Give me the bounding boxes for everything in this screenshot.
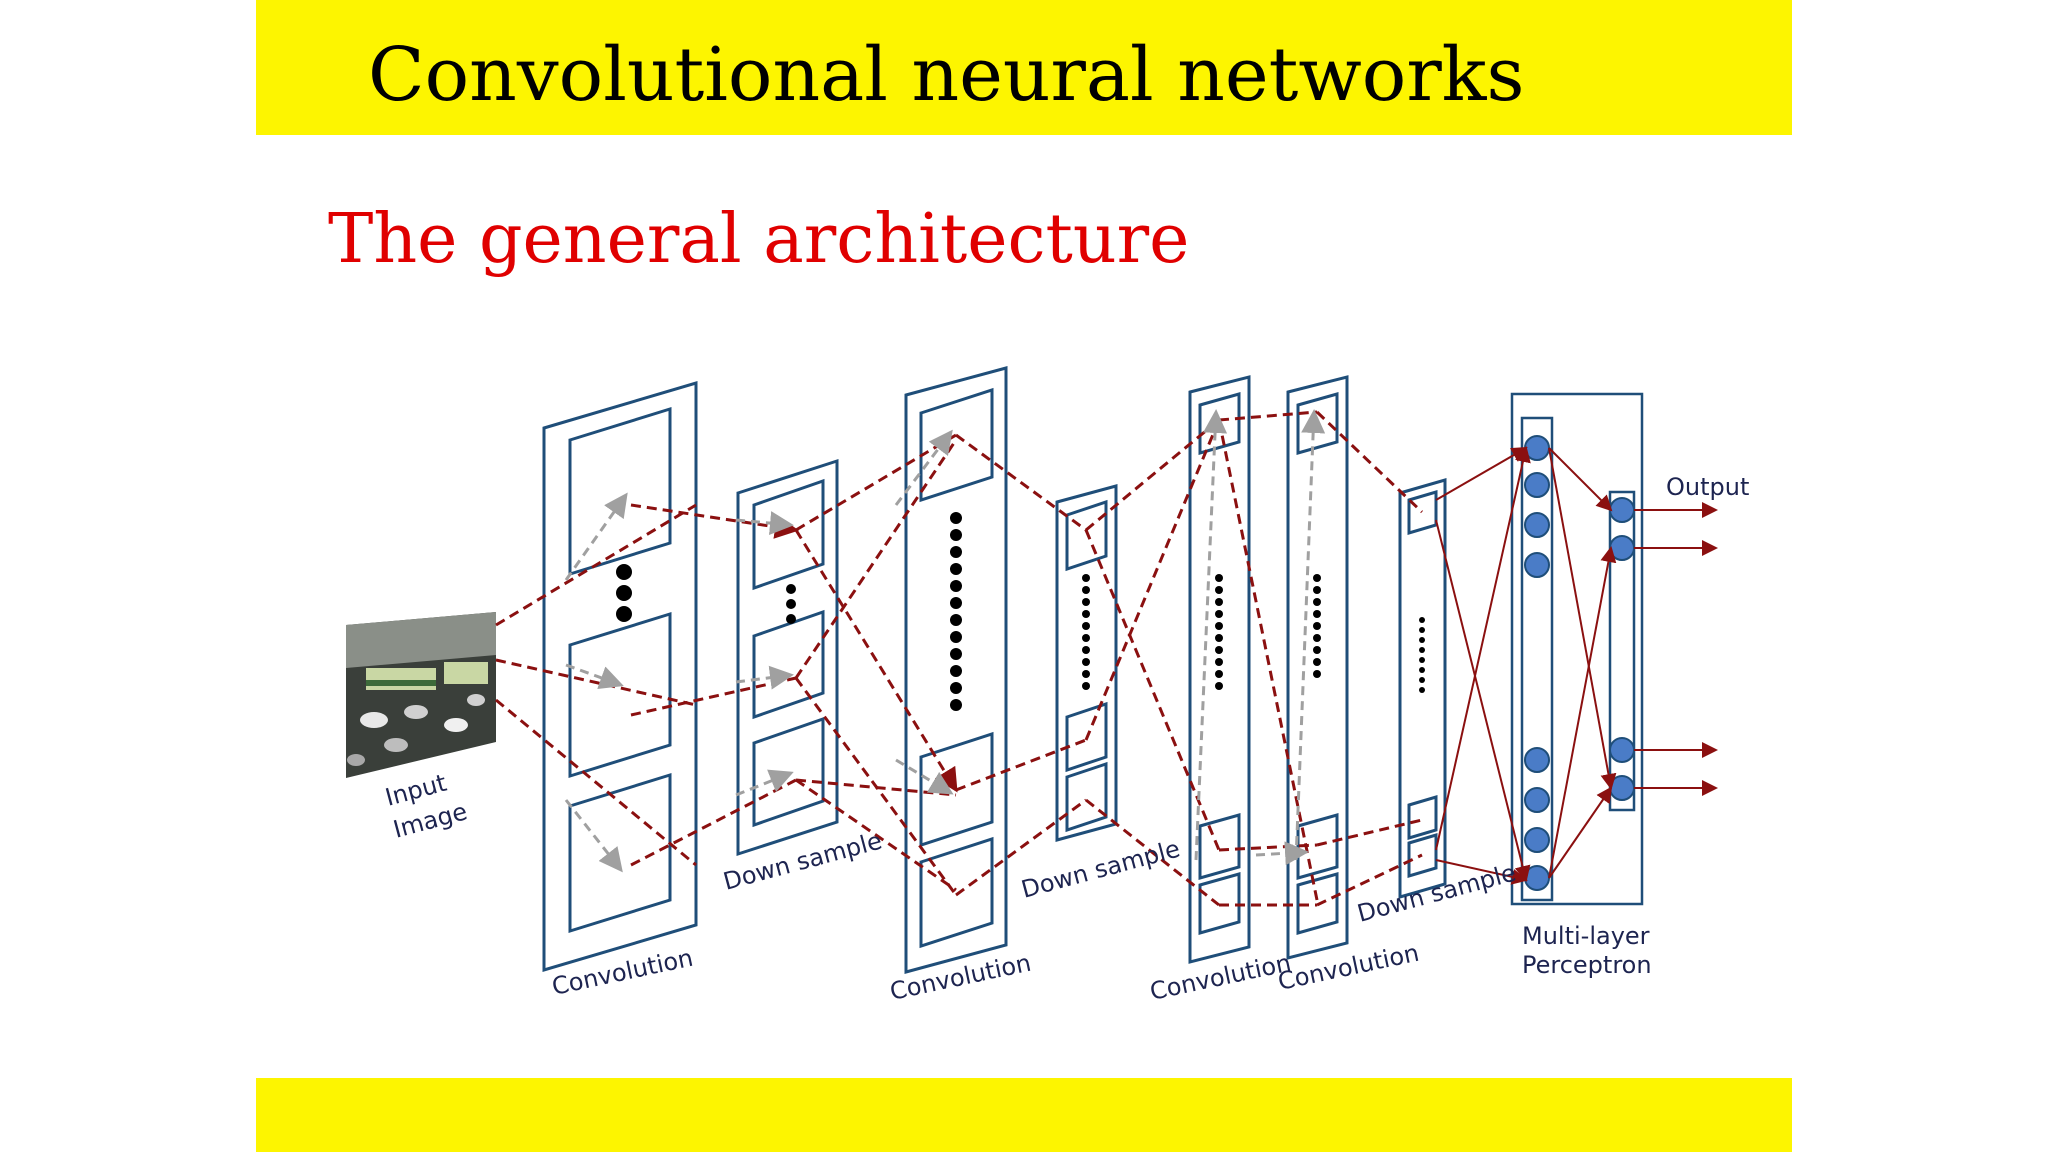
footer-band <box>256 1078 1792 1152</box>
label-down-sample-1: Down sample <box>720 827 885 896</box>
layer6-ellipsis-dots <box>1313 574 1321 678</box>
label-convolution-4: Convolution <box>1275 939 1421 996</box>
label-output: Output <box>1666 473 1749 501</box>
input-image <box>346 612 496 778</box>
layer5-ellipsis-dots <box>1215 574 1223 690</box>
layer4-ellipsis-dots <box>1082 574 1090 690</box>
layer2-ellipsis-dots <box>786 584 796 624</box>
back-connections <box>564 409 1326 873</box>
mlp-connections <box>1435 446 1718 885</box>
slide-subtitle: The general architecture <box>328 200 1190 279</box>
layer-convolution-4 <box>1286 375 1349 960</box>
layer1-ellipsis-dots <box>616 564 632 622</box>
mlp-neurons <box>1524 435 1635 891</box>
label-mlp-line1: Multi-layer <box>1522 922 1650 950</box>
label-down-sample-2: Down sample <box>1018 835 1183 904</box>
layer-convolution-1 <box>542 380 698 973</box>
layer3-ellipsis-dots <box>950 512 962 711</box>
label-convolution-1: Convolution <box>549 944 695 1001</box>
label-convolution-3: Convolution <box>1147 949 1293 1006</box>
slide: Convolutional neural networks The genera… <box>256 0 1792 1152</box>
header-band <box>256 0 1792 135</box>
mlp-block <box>1510 392 1644 906</box>
slide-title: Convolutional neural networks <box>368 32 1525 118</box>
cnn-architecture-diagram: Input Image Convolution Down sample Conv… <box>346 366 1749 1006</box>
layer-downsample-1 <box>736 458 839 857</box>
label-mlp-line2: Perceptron <box>1522 951 1652 979</box>
layer-downsample-3 <box>1398 478 1447 899</box>
layer7-ellipsis-dots <box>1419 617 1425 693</box>
layer-convolution-2 <box>904 366 1008 974</box>
